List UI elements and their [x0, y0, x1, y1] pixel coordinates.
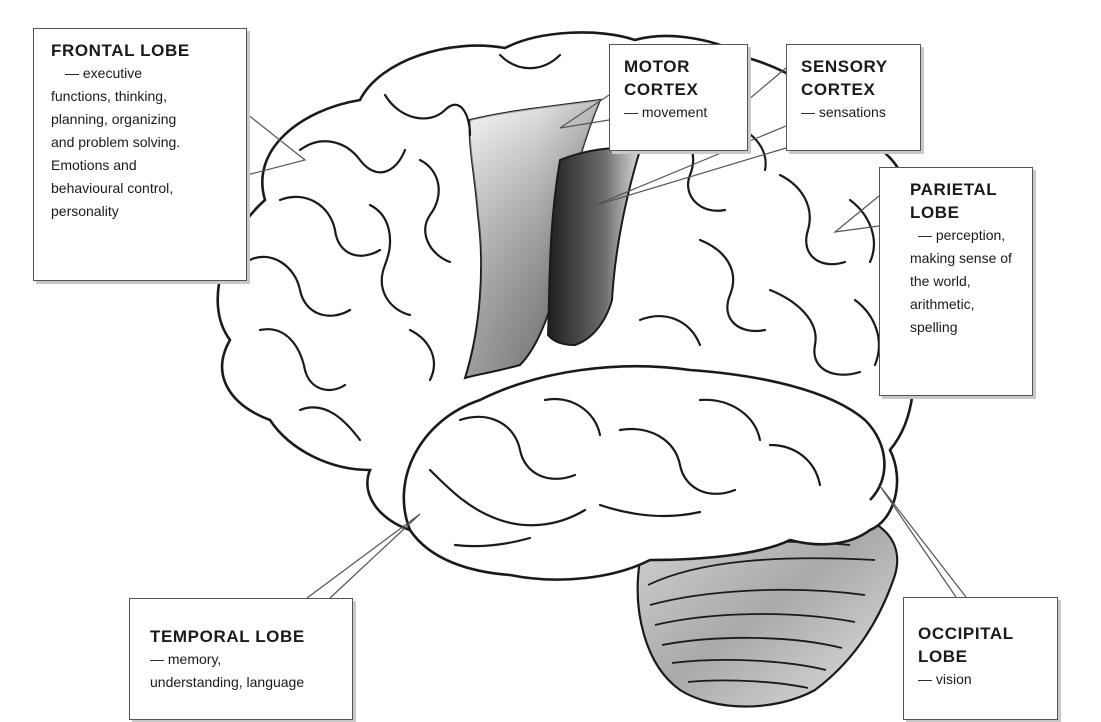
temporal-pointer: [307, 514, 420, 598]
occipital-lobe-callout: OCCIPITAL LOBE — vision: [903, 597, 1058, 720]
occipital-lobe-desc-line: — vision: [918, 668, 1047, 691]
temporal-lobe-desc-line: — memory,: [150, 648, 342, 671]
temporal-lobe-title: TEMPORAL LOBE: [150, 625, 342, 648]
motor-cortex-title: CORTEX: [624, 78, 737, 101]
frontal-lobe-desc-line: personality: [51, 200, 236, 223]
frontal-lobe-desc-line: Emotions and: [51, 154, 236, 177]
parietal-lobe-title: PARIETAL: [910, 178, 1022, 201]
parietal-lobe-callout: PARIETAL LOBE — perception, making sense…: [879, 167, 1033, 396]
parietal-lobe-desc-line: arithmetic,: [910, 293, 1022, 316]
sensory-cortex-callout: SENSORY CORTEX — sensations: [786, 44, 921, 151]
parietal-lobe-desc-line: spelling: [910, 316, 1022, 339]
sensory-cortex-title: CORTEX: [801, 78, 910, 101]
frontal-lobe-desc-line: behavioural control,: [51, 177, 236, 200]
temporal-lobe-callout: TEMPORAL LOBE — memory, understanding, l…: [129, 598, 353, 720]
occipital-lobe-title: OCCIPITAL: [918, 622, 1047, 645]
frontal-lobe-desc-line: functions, thinking,: [51, 85, 236, 108]
motor-cortex-callout: MOTOR CORTEX — movement: [609, 44, 748, 151]
frontal-lobe-callout: FRONTAL LOBE — executive functions, thin…: [33, 28, 247, 281]
frontal-lobe-desc-line: — executive: [51, 62, 236, 85]
motor-cortex-title: MOTOR: [624, 55, 737, 78]
parietal-lobe-desc-line: — perception,: [910, 224, 1022, 247]
frontal-lobe-desc-line: planning, organizing: [51, 108, 236, 131]
parietal-lobe-desc-line: the world,: [910, 270, 1022, 293]
sensory-cortex-desc-line: — sensations: [801, 101, 910, 124]
parietal-lobe-title: LOBE: [910, 201, 1022, 224]
occipital-lobe-title: LOBE: [918, 645, 1047, 668]
parietal-lobe-desc-line: making sense of: [910, 247, 1022, 270]
sensory-cortex-title: SENSORY: [801, 55, 910, 78]
motor-cortex-desc-line: — movement: [624, 101, 737, 124]
frontal-lobe-desc-line: and problem solving.: [51, 131, 236, 154]
frontal-lobe-title: FRONTAL LOBE: [51, 39, 236, 62]
temporal-lobe-desc-line: understanding, language: [150, 671, 342, 694]
